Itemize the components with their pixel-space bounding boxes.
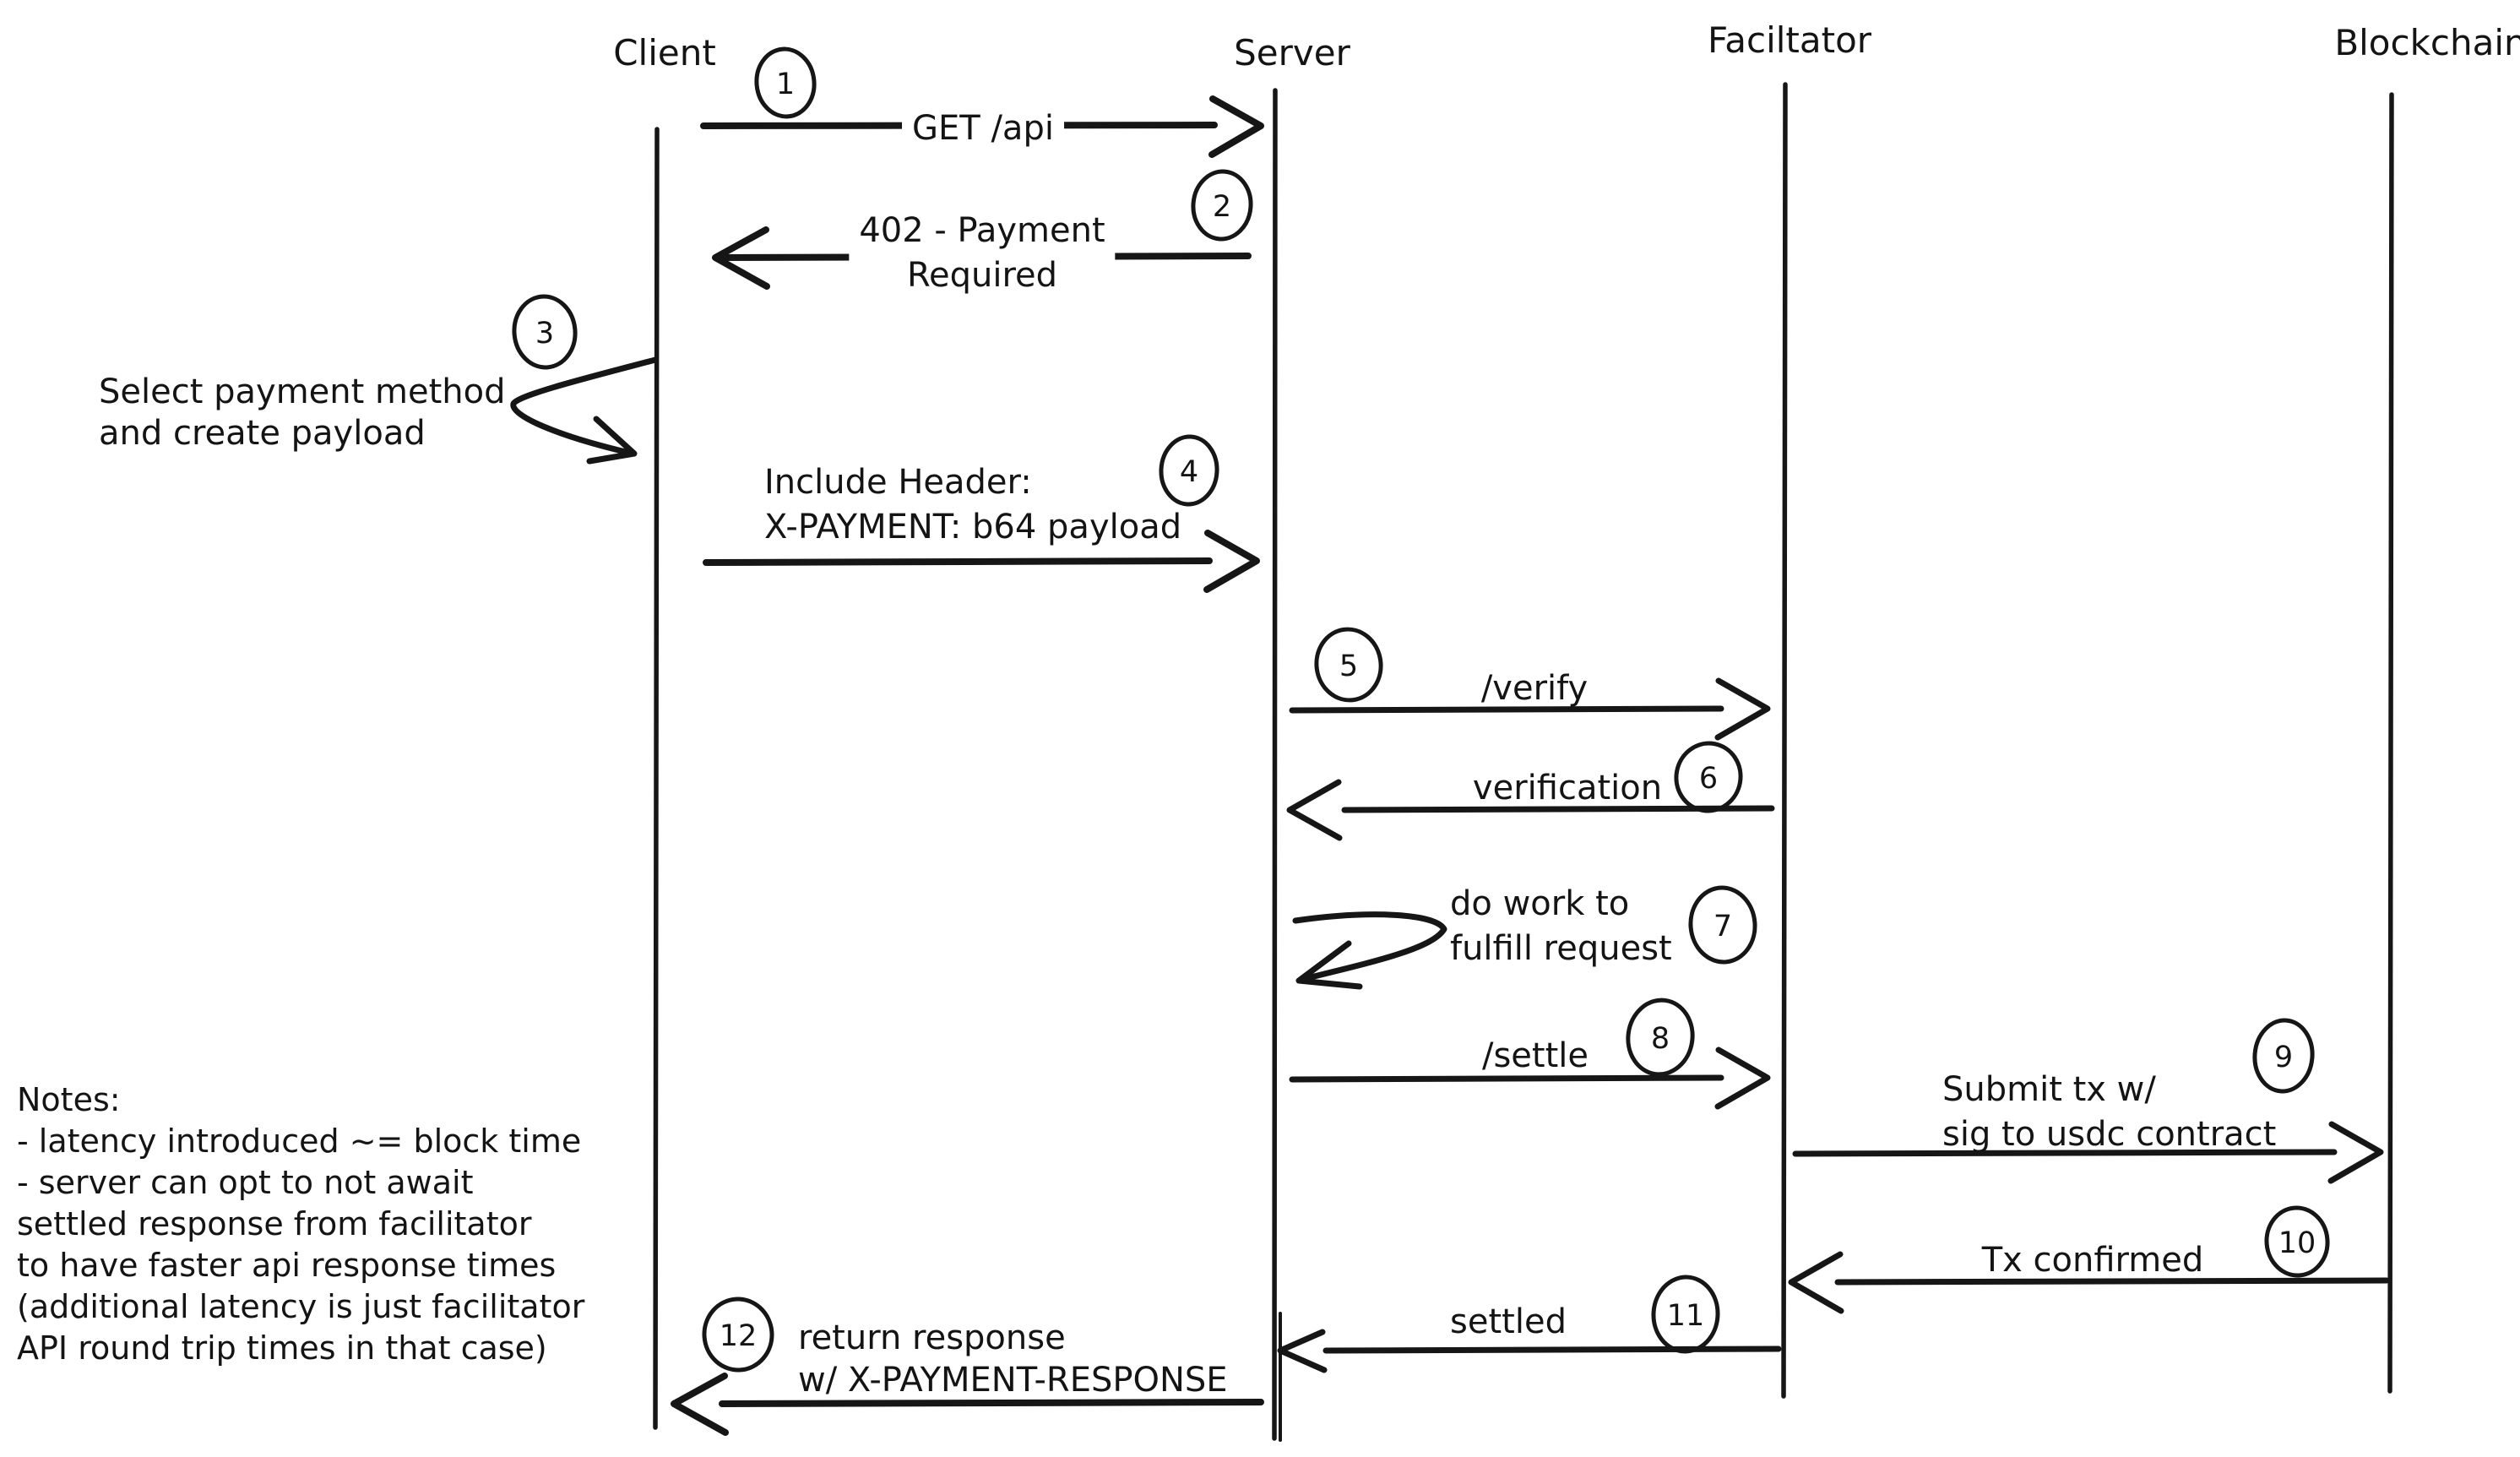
step-2-number: 2 <box>1212 190 1232 224</box>
step-9-label-line2: sig to usdc contract <box>1942 1115 2277 1154</box>
step-11-arrow <box>1277 1329 1782 1373</box>
step-9-label: Submit tx w/ sig to usdc contract <box>1942 1068 2276 1157</box>
step-3-circle <box>512 294 578 370</box>
notes-line: - latency introduced ~= block time <box>17 1123 582 1160</box>
notes-line: to have faster api response times <box>17 1247 557 1284</box>
step-4-number: 4 <box>1179 455 1199 489</box>
actor-label-facilitator: Faciltator <box>1707 19 1872 61</box>
step-8-arrow <box>1289 1047 1771 1110</box>
notes-line: - server can opt to not await <box>17 1164 474 1201</box>
step-12-label: return response w/ X-PAYMENT-RESPONSE <box>798 1317 1228 1401</box>
step-6-label: verification <box>1472 769 1663 807</box>
notes-line: API round trip times in that case) <box>17 1329 547 1367</box>
step-9-circle <box>2252 1018 2315 1094</box>
step-4-label-line1: Include Header: <box>764 463 1032 502</box>
step-7-self-loop <box>1292 911 1447 990</box>
notes-line: settled response from facilitator <box>17 1205 532 1242</box>
step-6-circle <box>1674 741 1743 813</box>
notes-block: Notes: - latency introduced ~= block tim… <box>17 1079 584 1369</box>
step-12-label-line1: return response <box>798 1318 1066 1357</box>
step-5-number: 5 <box>1339 650 1359 683</box>
step-11-label: settled <box>1450 1302 1567 1341</box>
step-7-label-line2: fulfill request <box>1450 929 1672 968</box>
step-5-label: /verify <box>1480 669 1589 708</box>
step-4-circle <box>1159 434 1219 507</box>
step-2-circle <box>1191 169 1253 242</box>
lifeline-client <box>653 127 660 1430</box>
step-1-number: 1 <box>775 68 796 101</box>
step-8-label: /settle <box>1481 1036 1589 1075</box>
step-7-circle <box>1688 885 1757 965</box>
step-3-label-line1: Select payment method <box>99 372 506 411</box>
step-2-label-line2: Required <box>906 256 1058 295</box>
step-9-arrow <box>1792 1121 2384 1184</box>
step-9-label-line1: Submit tx w/ <box>1942 1070 2156 1109</box>
step-3-label: Select payment method and create payload <box>99 372 505 454</box>
step-9-number: 9 <box>2273 1041 2294 1074</box>
step-11-number: 11 <box>1666 1299 1705 1333</box>
step-10-arrow <box>1788 1251 2390 1314</box>
step-8-number: 8 <box>1650 1022 1670 1056</box>
lifeline-blockchain <box>2387 92 2394 1394</box>
notes-line: (additional latency is just facilitator <box>17 1288 585 1325</box>
step-3-self-loop <box>510 356 659 465</box>
step-11-circle <box>1651 1275 1720 1354</box>
step-8-circle <box>1626 998 1695 1077</box>
step-12-number: 12 <box>719 1319 758 1353</box>
step-6-number: 6 <box>1698 762 1719 796</box>
step-1-circle <box>754 46 817 119</box>
step-10-circle <box>2264 1205 2330 1278</box>
step-2-label: 402 - Payment Required <box>849 209 1116 298</box>
actor-label-client: Client <box>613 32 716 73</box>
step-12-label-line2: w/ X-PAYMENT-RESPONSE <box>798 1361 1228 1400</box>
step-4-label-line2: X-PAYMENT: b64 payload <box>764 508 1182 546</box>
step-12-arrow <box>671 1373 1264 1436</box>
step-7-label: do work to fulfill request <box>1450 882 1672 971</box>
actor-label-server: Server <box>1234 32 1350 73</box>
step-10-label: Tx confirmed <box>1981 1241 2204 1280</box>
lifeline-facilitator <box>1781 82 1788 1399</box>
step-4-label: Include Header: X-PAYMENT: b64 payload <box>764 460 1181 550</box>
actor-label-blockchain: Blockchain <box>2334 22 2520 63</box>
notes-heading: Notes: <box>17 1081 121 1118</box>
step-10-number: 10 <box>2278 1226 2316 1260</box>
step-5-arrow <box>1289 677 1771 741</box>
step-1-label: GET /api <box>902 106 1064 151</box>
step-5-circle <box>1314 627 1383 703</box>
step-12-circle <box>702 1297 774 1373</box>
step-4-arrow <box>703 530 1260 593</box>
step-7-number: 7 <box>1713 910 1733 943</box>
step-7-label-line1: do work to <box>1450 884 1630 923</box>
step-2-label-line1: 402 - Payment <box>859 211 1105 250</box>
lifeline-server <box>1272 88 1278 1441</box>
step-3-number: 3 <box>535 317 555 351</box>
step-3-label-line2: and create payload <box>99 414 426 453</box>
